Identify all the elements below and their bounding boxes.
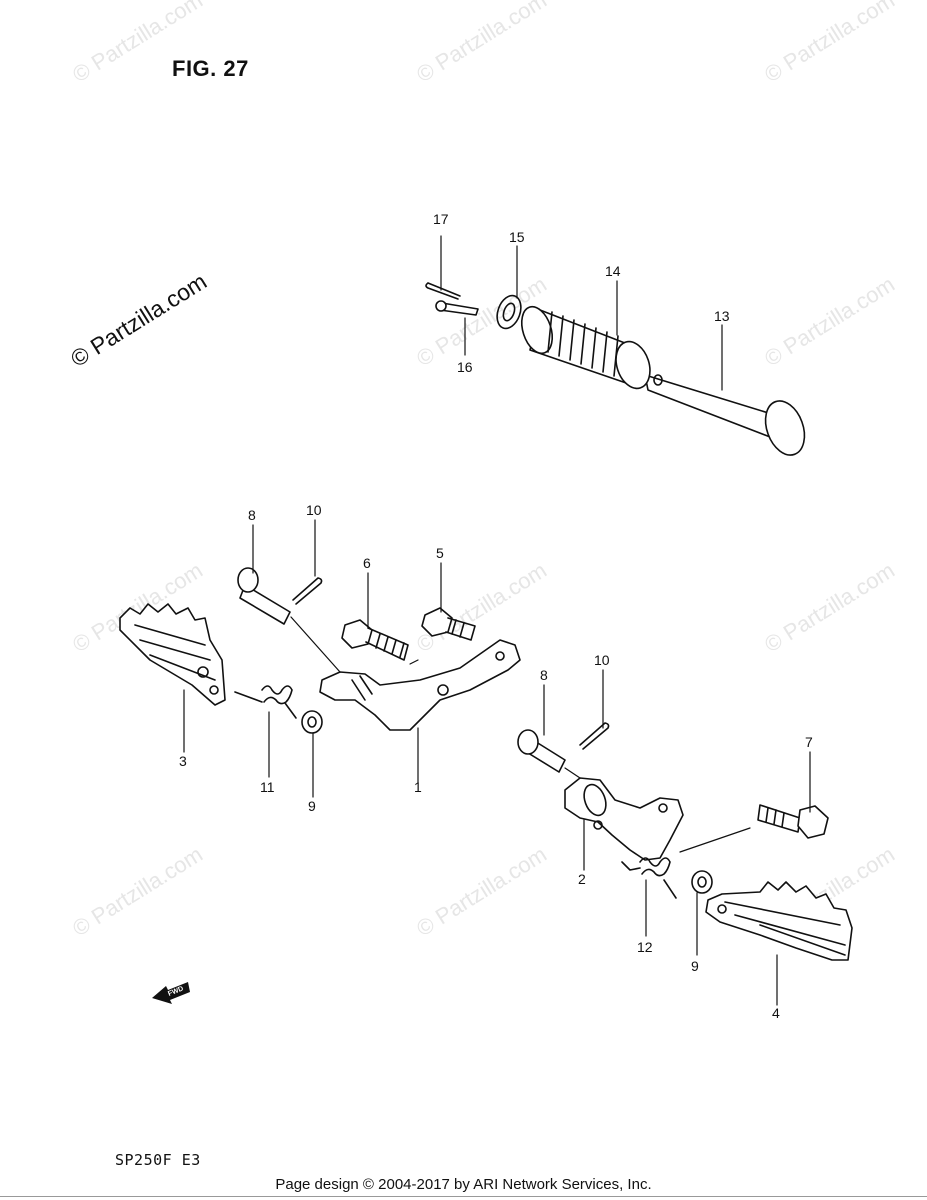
- rubber-grip-part: [520, 305, 651, 390]
- left-footpeg-part: [119, 603, 226, 706]
- callout-9a: 9: [308, 798, 316, 814]
- footer-divider: [0, 1196, 927, 1197]
- callout-12: 12: [637, 939, 653, 955]
- callout-7: 7: [805, 734, 813, 750]
- callout-16: 16: [457, 359, 473, 375]
- callout-10a: 10: [306, 502, 322, 518]
- callout-3: 3: [179, 753, 187, 769]
- callout-8a: 8: [248, 507, 256, 523]
- left-spring-part: [234, 685, 297, 719]
- cotter-pin-part: [425, 282, 461, 300]
- callout-14: 14: [605, 263, 621, 279]
- right-pin-part: [517, 729, 566, 773]
- figure-title: FIG. 27: [172, 56, 249, 81]
- left-pin-part: [237, 567, 291, 625]
- right-washer-part: [691, 870, 713, 894]
- model-code: SP250F E3: [115, 1151, 201, 1169]
- callout-9b: 9: [691, 958, 699, 974]
- callout-2: 2: [578, 871, 586, 887]
- callout-11: 11: [260, 779, 275, 795]
- washer-part: [496, 294, 522, 330]
- right-footpeg-part: [705, 881, 853, 961]
- left-washer-part: [301, 710, 323, 734]
- left-cotter-pin-part: [292, 577, 323, 605]
- callout-6: 6: [363, 555, 371, 571]
- callout-5: 5: [436, 545, 444, 561]
- right-bracket-part: [564, 777, 684, 861]
- right-spring-part: [621, 857, 677, 899]
- bolt-5-part: [421, 607, 476, 641]
- fwd-arrow-icon: FWD: [152, 982, 190, 1004]
- pin-part: [435, 300, 479, 316]
- callout-8b: 8: [540, 667, 548, 683]
- footrest-bar-part: [644, 374, 806, 456]
- callout-1: 1: [414, 779, 422, 795]
- footer-credit: Page design © 2004-2017 by ARI Network S…: [275, 1176, 652, 1193]
- callout-10b: 10: [594, 652, 610, 668]
- callout-4: 4: [772, 1005, 780, 1021]
- callout-13: 13: [714, 308, 730, 324]
- bolt-6-part: [341, 619, 409, 661]
- callout-15: 15: [509, 229, 525, 245]
- right-cotter-pin-part: [579, 722, 610, 750]
- bolt-7-part: [757, 804, 829, 839]
- callout-17: 17: [433, 211, 449, 227]
- left-bracket-part: [319, 639, 521, 731]
